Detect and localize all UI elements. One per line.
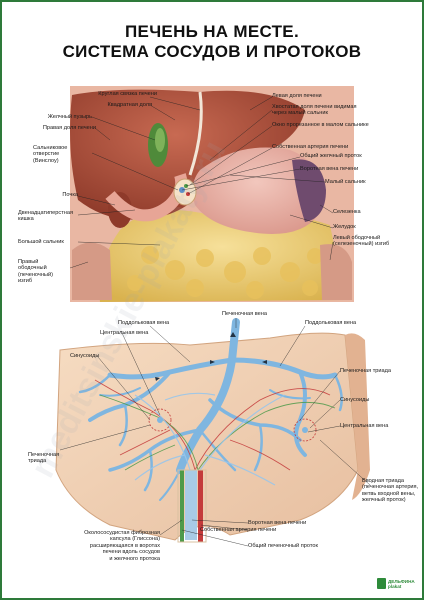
label-stomach: Желудок [333, 224, 356, 230]
label-quadrate-lobe: Квадратная доля [107, 102, 152, 108]
label-hepatic-artery-top: Собственная артерия печени [272, 144, 349, 150]
hepatic-vein-tree [78, 318, 343, 501]
label-window: Окно прорезанное в малом сальнике [272, 122, 369, 128]
label-sublobular-vein-left: Поддольковая вена [118, 320, 170, 326]
portal-vein-bottom [185, 470, 197, 540]
lesser-omentum-window [173, 178, 197, 206]
hilum-vessels [177, 469, 207, 543]
label-right-colic-flexure: Правый ободочный (печеночный) изгиб [18, 259, 53, 285]
hepatic-artery-bottom [198, 470, 203, 542]
right-colic-flexure [72, 242, 112, 300]
label-gallbladder: Желчный пузырь [47, 114, 92, 120]
label-sinusoids-left: Синусоиды [70, 353, 100, 359]
hepatic-duct-bottom [180, 470, 184, 542]
label-round-ligament: Круглая связка печени [98, 91, 157, 97]
top-leader-lines [69, 96, 334, 269]
label-caudate-lobe: Хвостатая доля печени видимая через малы… [272, 104, 357, 117]
label-hepatic-vein: Печеночная вена [222, 311, 267, 317]
bottom-leader-lines [59, 318, 371, 547]
label-portal-vein-bottom: Воротная вена печени [248, 520, 307, 526]
spleen [292, 159, 326, 222]
flow-arrows [155, 332, 267, 381]
label-spleen: Селезенка [333, 209, 361, 215]
label-lesser-omentum: Малый сальник [325, 179, 366, 185]
logo-line-1: ДЕЛЬФИНА [388, 579, 415, 584]
publisher-logo: ДЕЛЬФИНА plakat [377, 576, 419, 592]
label-common-hepatic-duct: Общий печеночный проток [248, 543, 318, 549]
poster-title: ПЕЧЕНЬ НА МЕСТЕ. СИСТЕМА СОСУДОВ И ПРОТО… [0, 22, 424, 62]
round-ligament [188, 91, 203, 176]
liver-in-situ-illustration [70, 86, 354, 302]
arterial-network [94, 379, 331, 471]
label-sinusoids-right: Синусоиды [340, 397, 370, 403]
fat-lobules [127, 246, 323, 299]
label-greater-omentum: Большой сальник [18, 239, 64, 245]
liver-tissue-block [55, 332, 359, 541]
label-omental-foramen: Сальниковое отверстие (Винслоу) [33, 145, 68, 164]
left-colic-flexure [320, 244, 352, 300]
label-portal-vein-top: Воротная вена печени [300, 166, 359, 172]
label-glisson-capsule: Околососудистая фиброзная капсула (Глисс… [84, 530, 160, 562]
stomach [192, 147, 321, 234]
label-central-vein-left: Центральная вена [100, 330, 149, 336]
logo-line-2: plakat [388, 584, 402, 589]
label-kidney: Почка [62, 192, 78, 198]
liver [70, 89, 305, 220]
label-hepatic-triad-right: Печеночная триада [340, 368, 392, 374]
label-duodenum: Двенадцатиперстная кишка [18, 210, 73, 223]
label-central-vein-right: Центральная вена [340, 423, 389, 429]
label-left-lobe: Левая доля печени [272, 93, 322, 99]
title-line-2: СИСТЕМА СОСУДОВ И ПРОТОКОВ [62, 42, 362, 61]
label-right-lobe: Правая доля печени [42, 125, 96, 131]
portal-branch-network [134, 392, 286, 486]
label-common-bile-duct: Общий желчный проток [300, 153, 362, 159]
label-left-colic-flexure: Левый ободочный (селезеночный) изгиб [333, 235, 390, 248]
hepatic-lobules [148, 408, 317, 442]
label-hepatic-artery-bottom: Собственная артерия печени [200, 527, 277, 533]
logo-mark-icon [377, 578, 386, 589]
label-inlet-triad: Вводная триада (печеночная артерия, ветв… [362, 478, 419, 504]
hepatic-vessels-illustration [55, 318, 370, 543]
label-sublobular-vein-right: Поддольковая вена [305, 320, 357, 326]
label-hepatic-triad-left: Печеночная триада [28, 452, 60, 465]
title-line-1: ПЕЧЕНЬ НА МЕСТЕ. [125, 22, 299, 41]
